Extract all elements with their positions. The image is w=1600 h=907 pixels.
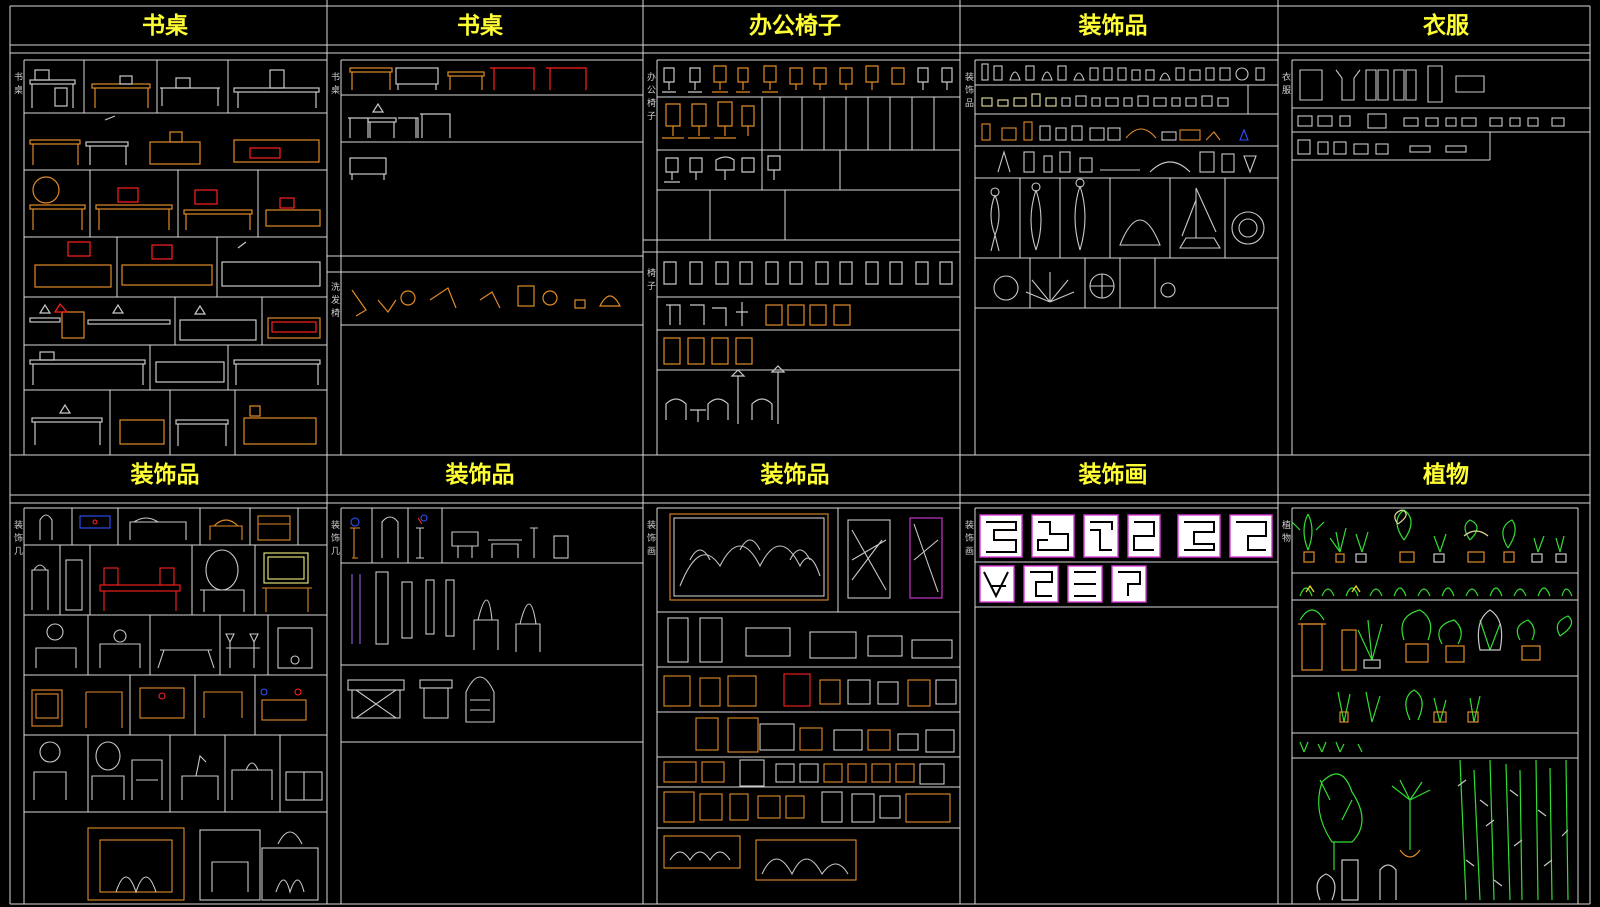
sub-label: 办公椅子 — [645, 71, 656, 124]
panel-decor-stand-2[interactable] — [341, 507, 643, 743]
decor-stand-drawings-2 — [347, 514, 569, 723]
sub-labels: 书桌 书桌 洗发椅 办公椅子 椅子 装饰品 衣服 装饰几 装饰几 装饰画 装饰画… — [12, 71, 1291, 559]
panel-title: 装饰画 — [1079, 461, 1148, 488]
decor-stand-drawings-1 — [31, 514, 323, 901]
sub-label: 装饰品 — [963, 71, 974, 111]
panel-desk-1[interactable] — [24, 59, 327, 455]
sub-label: 洗发椅 — [329, 281, 340, 321]
desk-drawings-2 — [348, 67, 621, 317]
sub-label: 装饰画 — [963, 519, 974, 559]
panel-title: 衣服 — [1423, 12, 1470, 39]
desk-drawings-1 — [29, 69, 321, 446]
decor-painting-drawings-1 — [663, 513, 957, 881]
panel-title: 装饰品 — [761, 461, 830, 488]
panel-title: 植物 — [1423, 461, 1469, 488]
sub-label: 椅子 — [645, 267, 656, 294]
sub-label: 书桌 — [329, 72, 340, 98]
painting-drawings — [979, 514, 1273, 603]
chair-drawings — [662, 65, 953, 424]
sub-label: 装饰几 — [12, 519, 23, 559]
panel-desk-2[interactable] — [327, 59, 643, 326]
panel-clothes[interactable] — [1292, 59, 1590, 161]
main-grid — [9, 0, 1591, 905]
panel-office-chair[interactable] — [643, 59, 960, 371]
panel-title: 装饰品 — [131, 461, 200, 488]
panel-decor-painting-1[interactable] — [657, 507, 960, 829]
decor-drawings-top — [981, 63, 1265, 303]
sub-label: 装饰几 — [329, 519, 340, 559]
panel-title: 装饰品 — [446, 461, 515, 488]
panel-plants[interactable] — [1292, 507, 1578, 759]
panel-title: 书桌 — [457, 12, 503, 39]
sub-label: 装饰画 — [645, 519, 656, 559]
panel-decor-top[interactable] — [975, 59, 1278, 309]
panel-titles: 书桌 书桌 办公椅子 装饰品 衣服 装饰品 装饰品 装饰品 装饰画 植物 — [131, 12, 1471, 488]
sub-label: 植物 — [1280, 519, 1291, 546]
panel-painting[interactable] — [975, 507, 1278, 608]
sub-label: 书桌 — [12, 72, 23, 98]
plant-drawings — [1291, 509, 1573, 901]
panel-decor-stand-1[interactable] — [24, 507, 327, 813]
clothes-drawings — [1297, 65, 1565, 155]
sub-label: 衣服 — [1280, 71, 1291, 98]
panel-title: 装饰品 — [1079, 12, 1148, 39]
panel-title: 办公椅子 — [749, 13, 841, 39]
panel-title: 书桌 — [142, 12, 188, 39]
